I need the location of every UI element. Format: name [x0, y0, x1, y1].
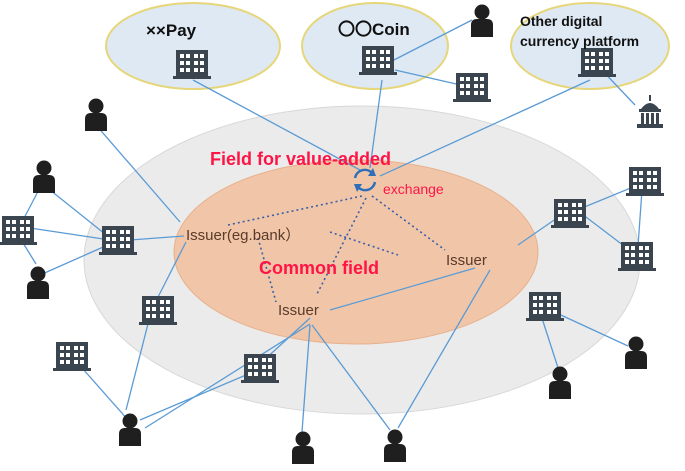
building-icon [578, 48, 616, 77]
person-icon [625, 336, 647, 369]
person-icon [85, 98, 107, 131]
building-icon [99, 226, 137, 255]
issuer-link-line [329, 267, 476, 311]
pay-platform-ellipse [105, 2, 281, 90]
person-icon [471, 4, 493, 37]
issuer-bottom-label: Issuer [278, 302, 319, 319]
building-icon [453, 73, 491, 102]
building-icon [618, 242, 656, 271]
exchange-label: exchange [383, 181, 444, 197]
building-icon [526, 292, 564, 321]
other-platform-ellipse [510, 2, 670, 90]
building-icon [173, 50, 211, 79]
person-icon [33, 160, 55, 193]
dotted-connection-lines [227, 195, 446, 303]
common-field-label: Common field [259, 258, 379, 278]
value-added-field-label: Field for value-added [210, 149, 391, 169]
connection-lines [19, 19, 643, 433]
government-building-icon [637, 95, 663, 128]
person-icon [384, 429, 406, 462]
building-icon [359, 46, 397, 75]
person-icon [119, 413, 141, 446]
common-field-ellipse [173, 159, 539, 345]
coin-platform-label: 〇〇Coin [338, 20, 410, 39]
other-platform-label-line2: currency platform [520, 33, 639, 49]
issuer-right-label: Issuer [446, 252, 487, 269]
building-icon [53, 342, 91, 371]
pay-platform-label: ××Pay [146, 21, 197, 40]
building-icon [551, 199, 589, 228]
building-icon [139, 296, 177, 325]
other-platform-label-line1: Other digital [520, 13, 602, 29]
building-icon [241, 354, 279, 383]
exchange-arrows-icon [353, 168, 377, 192]
building-icon [0, 216, 37, 245]
issuer-bank-label: Issuer(eg.bank） [186, 227, 300, 244]
person-icon [292, 431, 314, 464]
person-icon [27, 266, 49, 299]
building-icon [626, 167, 664, 196]
